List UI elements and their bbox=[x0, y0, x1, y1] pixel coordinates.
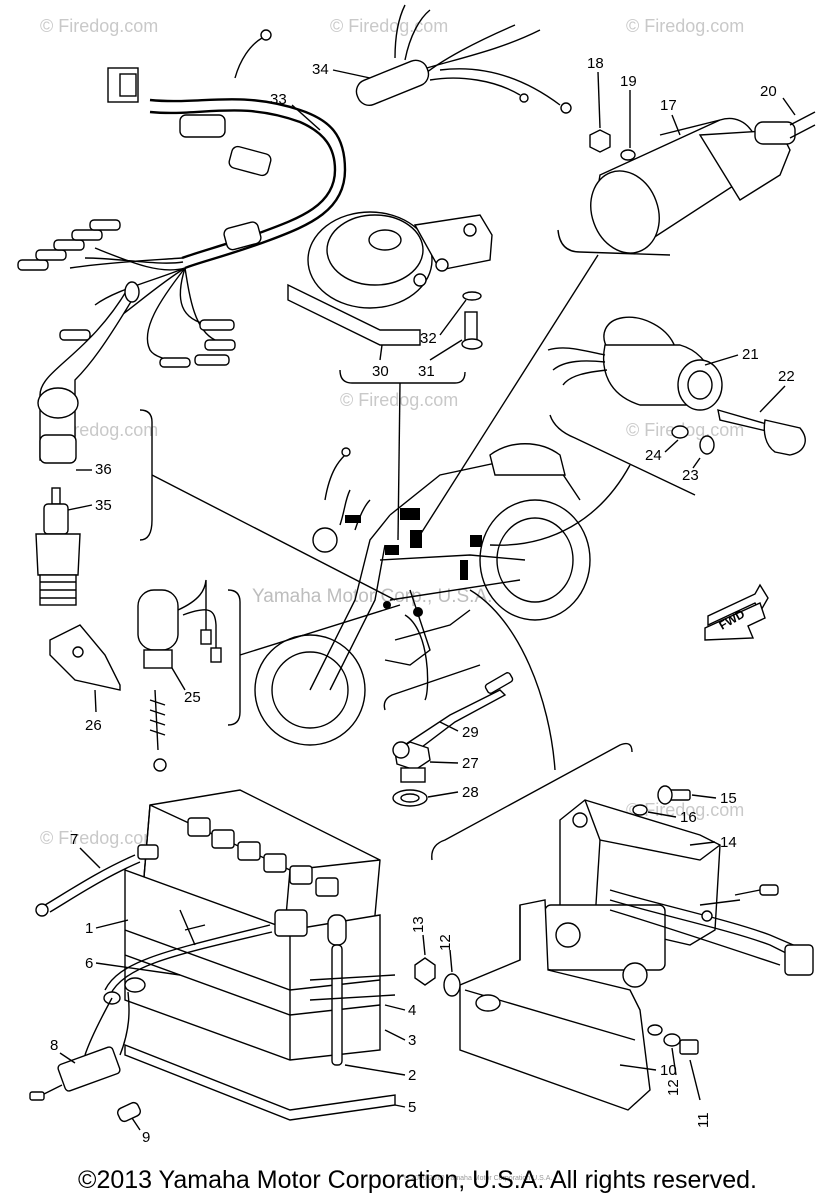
regulator-bracket bbox=[459, 899, 651, 1111]
watermark: © Firedog.com bbox=[40, 828, 159, 848]
callout-14: 14 bbox=[720, 834, 737, 851]
bolt bbox=[632, 785, 691, 816]
motorcycle-outline bbox=[254, 443, 591, 746]
callout-24: 24 bbox=[645, 447, 662, 464]
battery-lead bbox=[35, 844, 159, 917]
callout-12: 12 bbox=[437, 934, 454, 951]
callout-9: 9 bbox=[142, 1129, 150, 1146]
spark-plug bbox=[35, 487, 81, 606]
callout-18: 18 bbox=[587, 55, 604, 72]
battery bbox=[124, 789, 381, 1061]
callout-8: 8 bbox=[50, 1037, 58, 1054]
fuse-holder bbox=[29, 991, 130, 1101]
nut-washer bbox=[589, 129, 636, 161]
horn bbox=[287, 211, 493, 346]
spark-plug-cap bbox=[37, 281, 140, 464]
callout-26: 26 bbox=[85, 717, 102, 734]
main-switch bbox=[547, 316, 723, 411]
callout-5: 5 bbox=[408, 1099, 416, 1116]
fine-print: U 2000-2010 Yamaha Motor Corporation U.S… bbox=[404, 1175, 553, 1182]
horn-bolt bbox=[461, 291, 483, 350]
callout-16: 16 bbox=[680, 809, 697, 826]
callout-3: 3 bbox=[408, 1032, 416, 1049]
bullet-connector-icon bbox=[17, 219, 236, 368]
key-icon bbox=[717, 409, 806, 456]
watermark: © Firedog.com bbox=[626, 800, 745, 820]
watermark-center: Yamaha Motor Corp., U.S.A. bbox=[252, 586, 493, 607]
callout-32: 32 bbox=[420, 330, 437, 347]
callout-4: 4 bbox=[408, 1002, 416, 1019]
callout-numbers: 1 2 3 4 5 6 7 8 9 10 11 12 12 1 bbox=[50, 55, 796, 1146]
oil-pressure-switch bbox=[383, 664, 514, 807]
callout-1: 1 bbox=[85, 920, 93, 937]
callout-35: 35 bbox=[95, 497, 112, 514]
callout-12b: 12 bbox=[665, 1079, 682, 1096]
callout-34: 34 bbox=[312, 61, 329, 78]
battery-caps bbox=[187, 817, 339, 897]
forward-arrow-icon: FWD bbox=[704, 583, 769, 641]
regulator bbox=[544, 799, 814, 988]
callout-21: 21 bbox=[742, 346, 759, 363]
mounting-bracket bbox=[49, 624, 121, 691]
callout-36: 36 bbox=[95, 461, 112, 478]
callout-19: 19 bbox=[620, 73, 637, 90]
watermark: © Firedog.com bbox=[40, 16, 159, 36]
callout-2: 2 bbox=[408, 1067, 416, 1084]
callout-33: 33 bbox=[270, 91, 287, 108]
fuse bbox=[117, 1101, 141, 1123]
copyright-notice: ©2013 Yamaha Motor Corporation, U.S.A. A… bbox=[78, 1166, 757, 1194]
callout-22: 22 bbox=[778, 368, 795, 385]
callout-11: 11 bbox=[695, 1112, 712, 1128]
callout-25: 25 bbox=[184, 689, 201, 706]
screw-washer bbox=[671, 425, 715, 455]
callout-10: 10 bbox=[660, 1062, 677, 1079]
callout-13: 13 bbox=[410, 916, 427, 933]
wire-harness bbox=[17, 4, 572, 368]
callout-31: 31 bbox=[418, 363, 435, 380]
callout-28: 28 bbox=[462, 784, 479, 801]
callout-27: 27 bbox=[462, 755, 479, 772]
callout-17: 17 bbox=[660, 97, 677, 114]
callout-29: 29 bbox=[462, 724, 479, 741]
watermark: © Firedog.com bbox=[626, 16, 745, 36]
callout-7: 7 bbox=[70, 831, 78, 848]
nut bbox=[414, 957, 699, 1055]
neutral-switch bbox=[137, 579, 222, 772]
callout-20: 20 bbox=[760, 83, 777, 100]
callout-30: 30 bbox=[372, 363, 389, 380]
callout-15: 15 bbox=[720, 790, 737, 807]
ignition-coil bbox=[590, 111, 816, 254]
wire-sleeve bbox=[355, 59, 430, 106]
callout-23: 23 bbox=[682, 467, 699, 484]
breather-hose bbox=[327, 914, 347, 1066]
watermark: © Firedog.com bbox=[330, 16, 449, 36]
callout-6: 6 bbox=[85, 955, 93, 972]
